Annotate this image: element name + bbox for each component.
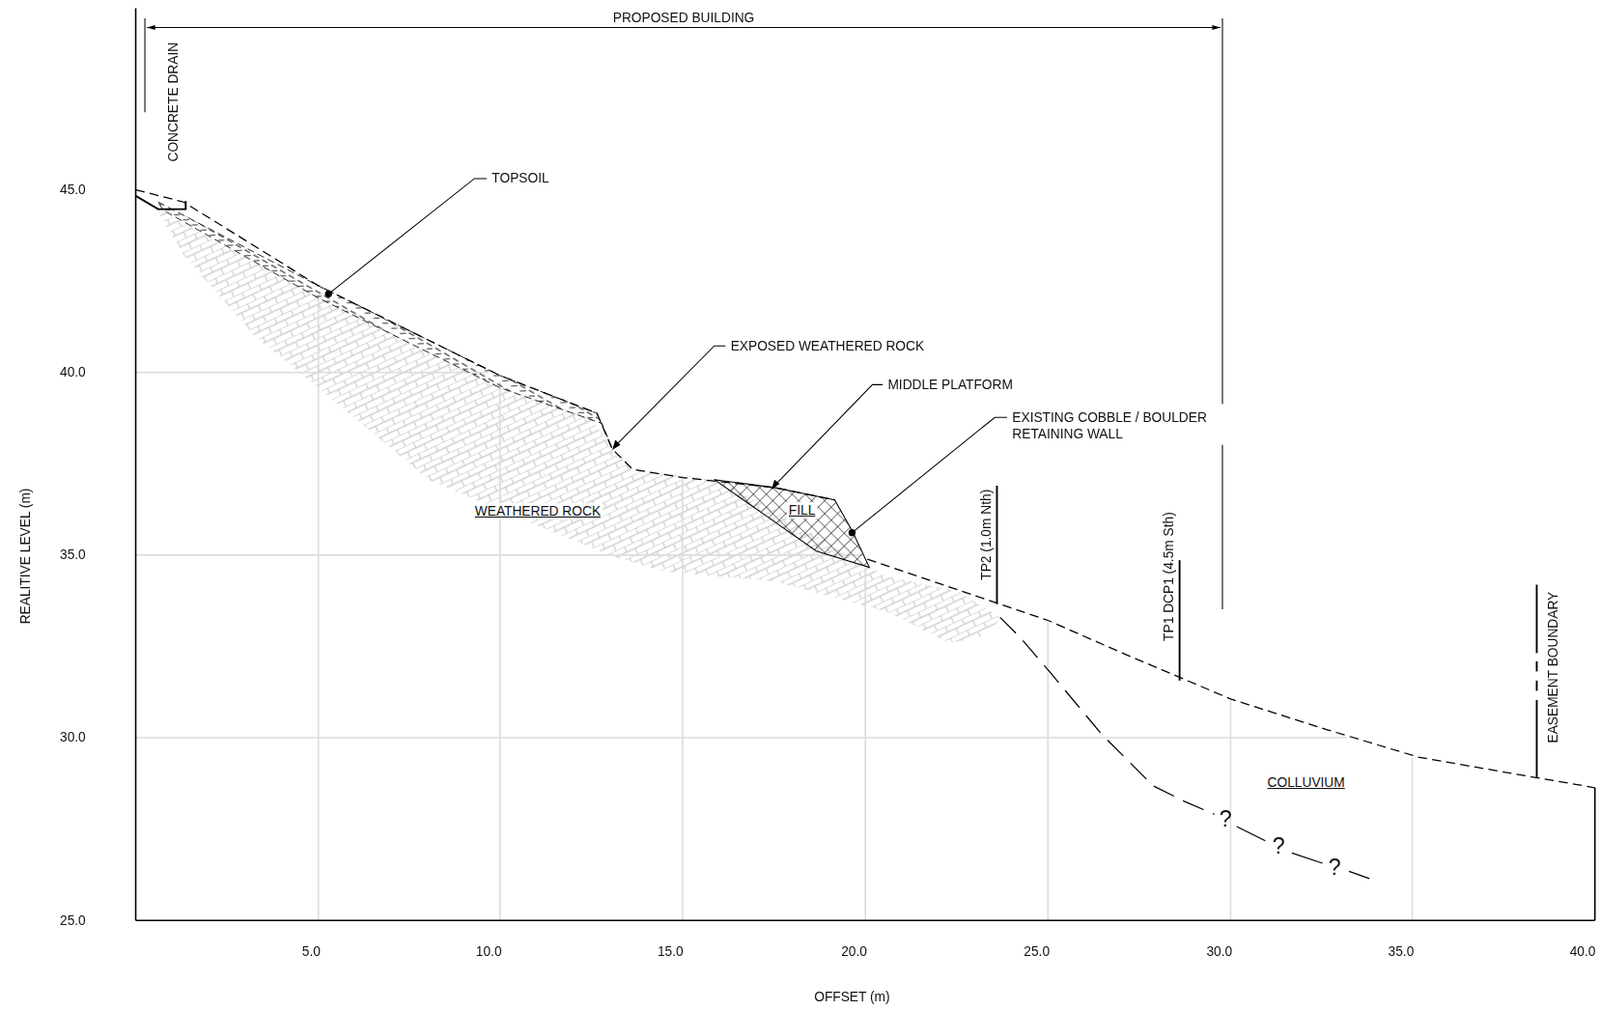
axis-tick: 40.0 bbox=[59, 364, 86, 380]
axis-tick: 25.0 bbox=[59, 912, 86, 928]
axis-tick: 30.0 bbox=[59, 729, 86, 746]
axis-tick: 25.0 bbox=[1023, 944, 1050, 960]
boundary-label: EASEMENT BOUNDARY bbox=[1544, 591, 1561, 744]
grid bbox=[136, 295, 1413, 921]
feature-label: CONCRETE DRAIN bbox=[165, 42, 181, 163]
fill-region bbox=[714, 479, 871, 568]
topsoil-band bbox=[158, 201, 613, 450]
test-pit-markers bbox=[996, 485, 1537, 778]
leader-lines bbox=[328, 178, 1008, 534]
callout-label: TOPSOIL bbox=[491, 170, 549, 187]
dimension-label: PROPOSED BUILDING bbox=[613, 10, 756, 27]
axis-tick: 30.0 bbox=[1206, 944, 1233, 960]
axis-title: OFFSET (m) bbox=[814, 988, 890, 1005]
axis-tick: 10.0 bbox=[476, 944, 503, 960]
rock-boundary-inferred bbox=[1236, 826, 1370, 879]
material-label: COLLUVIUM bbox=[1264, 774, 1347, 790]
rock-boundary bbox=[1000, 617, 1215, 815]
callout-label: EXISTING COBBLE / BOULDER RETAINING WALL bbox=[1011, 409, 1232, 442]
axis-tick: 40.0 bbox=[1570, 944, 1597, 960]
callout-label: EXPOSED WEATHERED ROCK bbox=[730, 337, 926, 354]
material-label: WEATHERED ROCK bbox=[473, 503, 603, 519]
concrete-drain bbox=[136, 196, 187, 210]
uncertainty-mark: ? bbox=[1328, 854, 1342, 882]
uncertainty-mark: ? bbox=[1219, 806, 1233, 834]
material-label: FILL bbox=[786, 502, 818, 518]
leader-dots bbox=[325, 290, 857, 537]
axis-title: REALITIVE LEVEL (m) bbox=[17, 488, 33, 625]
axes bbox=[136, 7, 1596, 921]
callout-label: MIDDLE PLATFORM bbox=[887, 376, 1013, 393]
axis-tick: 35.0 bbox=[59, 547, 86, 563]
axis-tick: 20.0 bbox=[841, 944, 868, 960]
axis-tick: 5.0 bbox=[302, 944, 321, 960]
axis-tick: 45.0 bbox=[59, 181, 86, 197]
axis-tick: 35.0 bbox=[1388, 944, 1415, 960]
axis-tick: 15.0 bbox=[657, 944, 684, 960]
uncertainty-mark: ? bbox=[1272, 833, 1286, 861]
test-pit-label: TP1 DCP1 (4.5m Sth) bbox=[1161, 511, 1178, 642]
test-pit-label: TP2 (1.0m Nth) bbox=[979, 489, 995, 581]
building-dimension bbox=[144, 18, 1223, 610]
ground-surface bbox=[136, 190, 1596, 788]
